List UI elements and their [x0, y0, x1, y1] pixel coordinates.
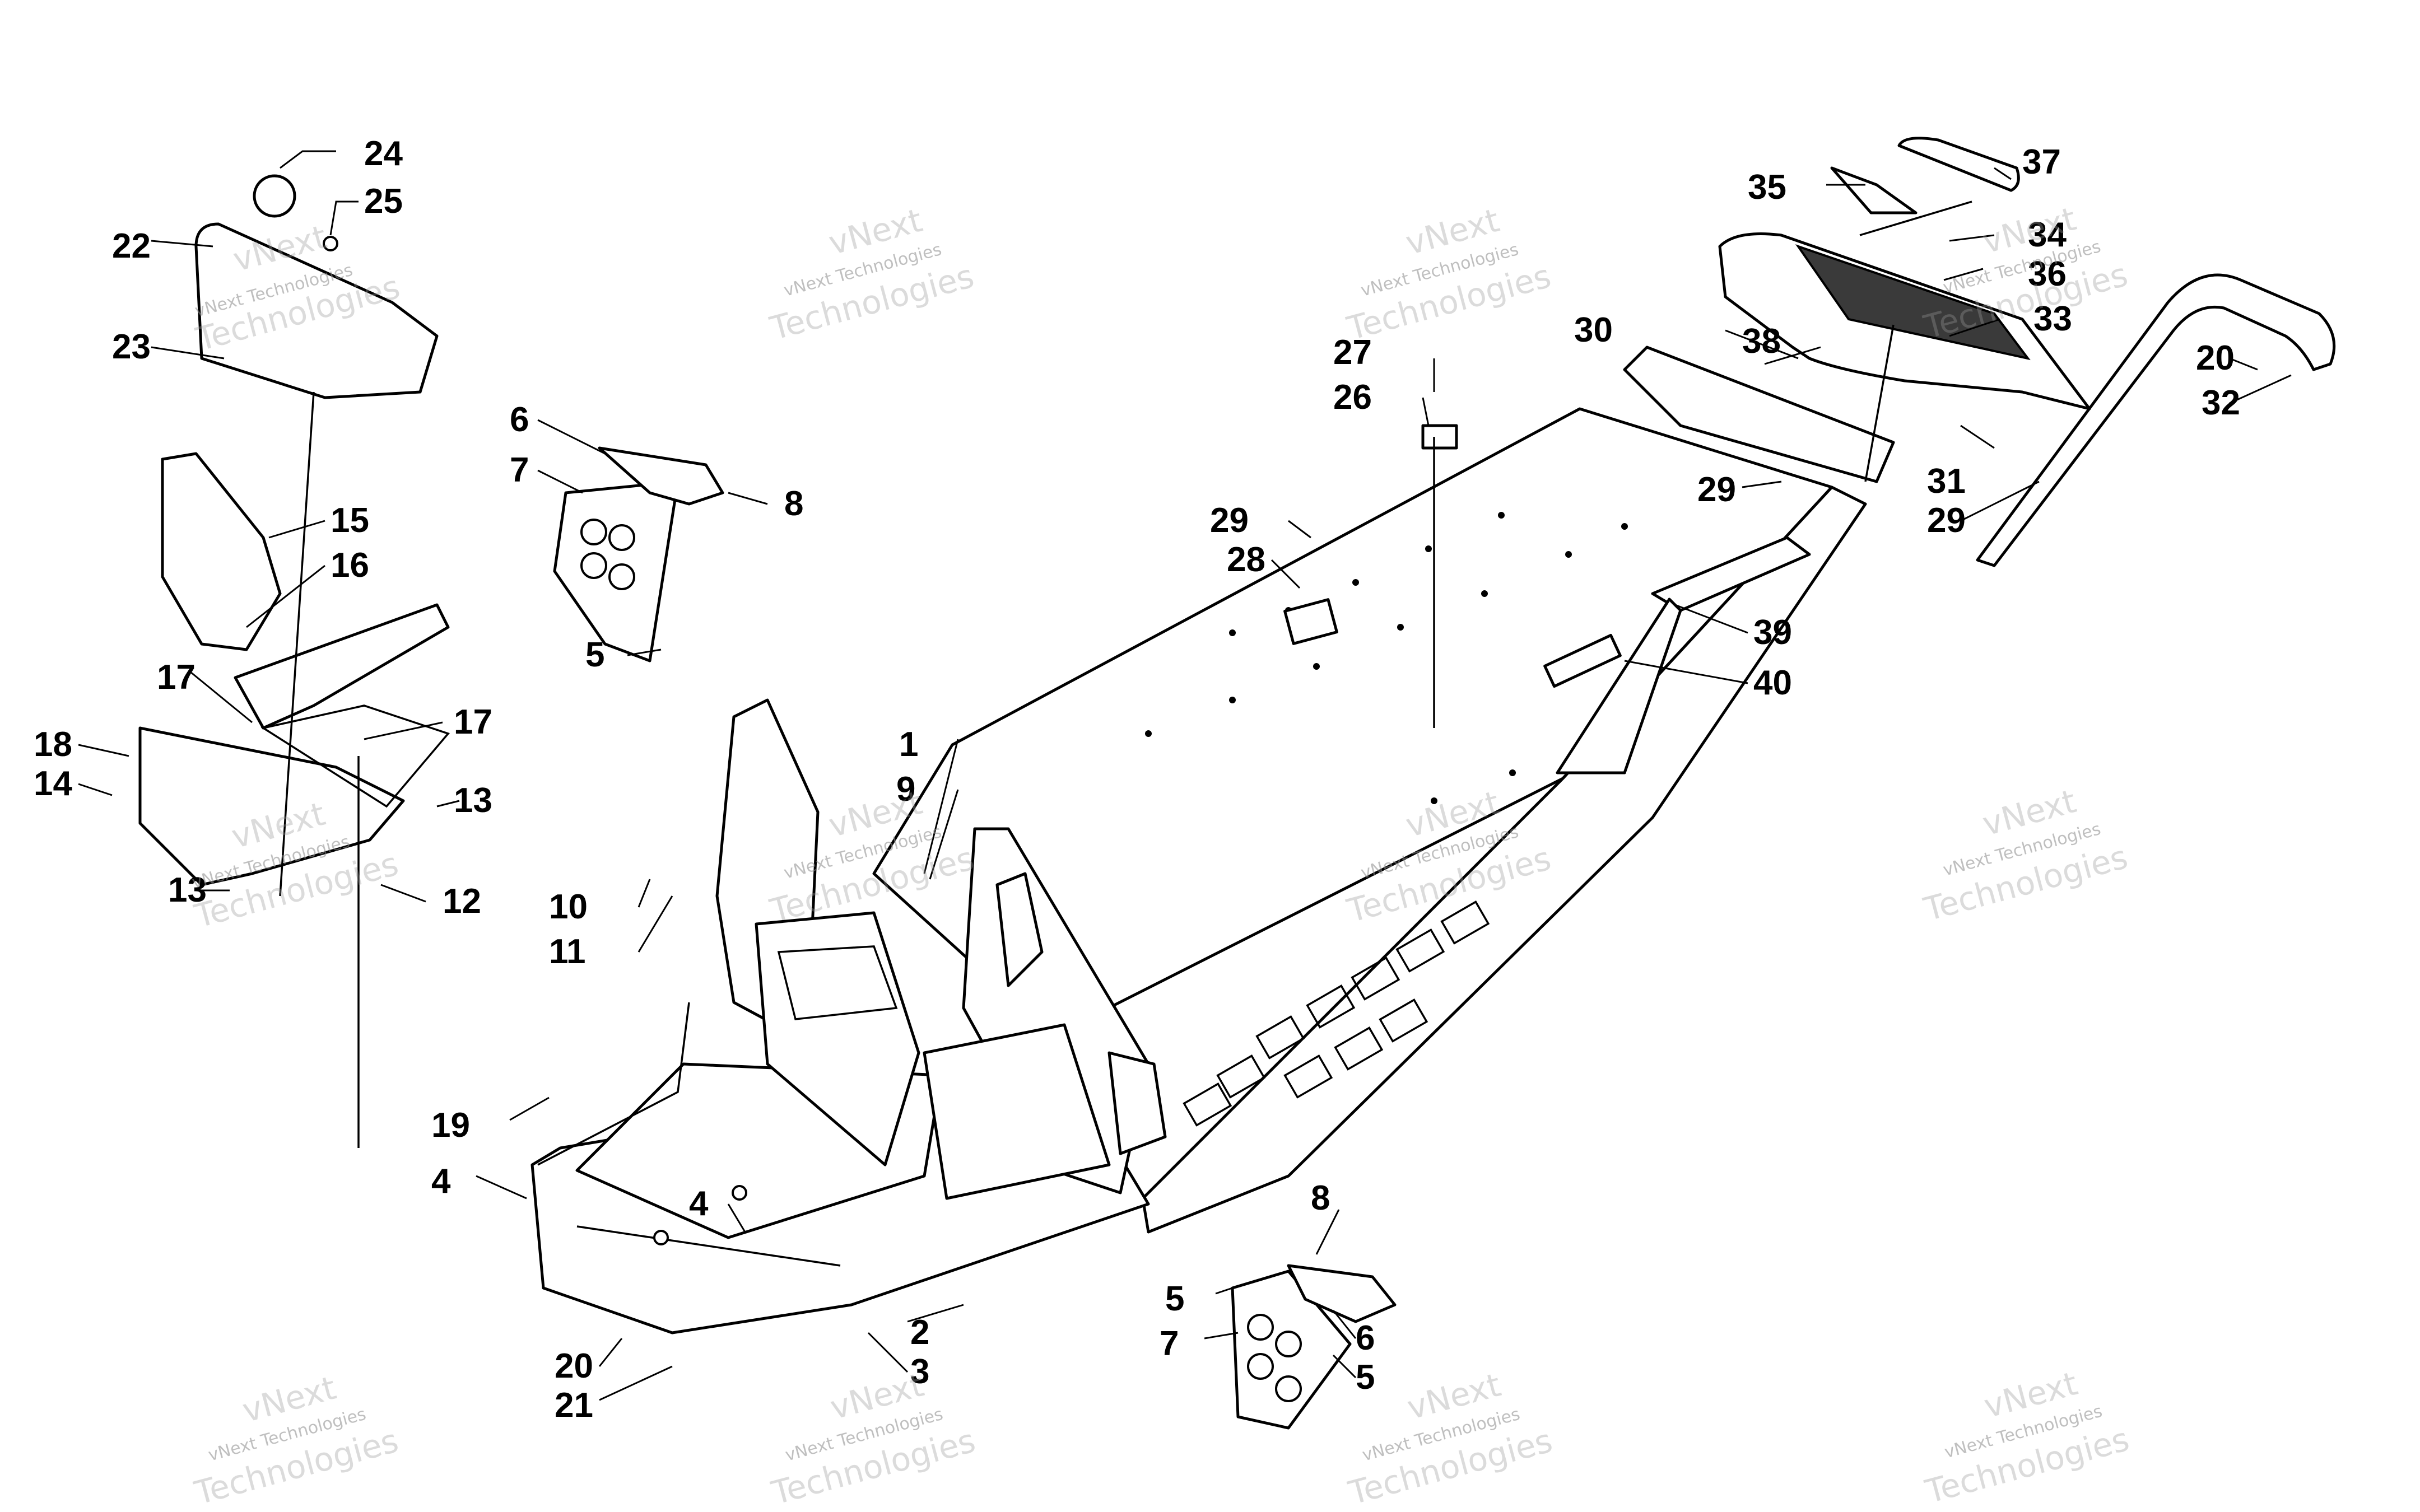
callout: 40: [1753, 664, 1792, 702]
callout: 37: [2022, 143, 2061, 181]
callout: 34: [2028, 216, 2067, 254]
callout: 25: [364, 182, 403, 221]
callout: 29: [1210, 501, 1249, 540]
callout-labels: 1 2 3 4 4 5 5 5 5 6 6 7 7 8 8 9 10 11 12…: [34, 134, 2240, 1425]
callout: 2: [910, 1313, 929, 1352]
callout: 38: [1742, 322, 1781, 361]
callout: 35: [1748, 168, 1786, 207]
callout: 31: [1927, 462, 1966, 501]
rail-cutouts: [1183, 900, 1490, 1127]
front-bulkhead: [530, 698, 1167, 1334]
callout: 29: [1697, 470, 1736, 509]
callout: 7: [510, 451, 529, 489]
callout: 15: [331, 501, 369, 540]
callout: 16: [331, 546, 369, 585]
callout: 27: [1333, 333, 1372, 372]
callout: 4: [431, 1162, 451, 1201]
callout: 19: [431, 1106, 470, 1145]
callout: 17: [454, 703, 492, 741]
callout: 20: [555, 1347, 593, 1385]
callout: 6: [510, 400, 529, 439]
callout: 4: [689, 1184, 709, 1223]
callout: 8: [784, 484, 803, 523]
callout: 5: [585, 636, 604, 674]
callout: 12: [443, 882, 481, 921]
callout: 11: [549, 932, 586, 971]
callout: 14: [34, 764, 72, 803]
block-28: [1283, 598, 1338, 645]
chassis-tunnel: [872, 407, 1867, 1234]
side-panel-upper: [553, 446, 724, 662]
callout: 21: [555, 1386, 593, 1425]
callout: 29: [1927, 501, 1966, 540]
callout: 24: [364, 134, 403, 173]
callout: 26: [1333, 378, 1372, 417]
callout: 22: [112, 227, 151, 265]
callout: 7: [1160, 1324, 1179, 1363]
rear-bumper: [1976, 273, 2336, 567]
callout: 8: [1311, 1179, 1330, 1217]
callout: 23: [112, 328, 151, 366]
callout: 33: [2033, 300, 2072, 338]
callout: 17: [157, 658, 196, 697]
block-27: [1421, 424, 1458, 450]
callout: 13: [454, 781, 492, 820]
callout: 9: [896, 770, 915, 809]
callout: 20: [2196, 339, 2235, 377]
callout: 13: [168, 871, 207, 909]
steering-mount: [138, 452, 450, 886]
leader-lines: [78, 150, 2292, 1401]
callout: 30: [1574, 311, 1613, 349]
callout: 32: [2202, 384, 2240, 422]
upper-bracket: [194, 174, 439, 399]
side-panel-lower: [1231, 1264, 1397, 1430]
callout: 5: [1356, 1358, 1375, 1397]
callout: 1: [899, 725, 918, 764]
callout: 39: [1753, 613, 1792, 652]
rear-flap-assembly: [1718, 137, 2091, 410]
callout: 6: [1356, 1319, 1375, 1357]
callout: 18: [34, 725, 72, 764]
rear-plate: [1623, 346, 1895, 483]
callout: 3: [910, 1352, 929, 1391]
callout: 28: [1227, 540, 1265, 579]
callout: 10: [549, 888, 588, 926]
callout: 5: [1165, 1280, 1184, 1318]
tunnel-holes: [1145, 512, 1628, 804]
callout: 36: [2028, 255, 2067, 293]
